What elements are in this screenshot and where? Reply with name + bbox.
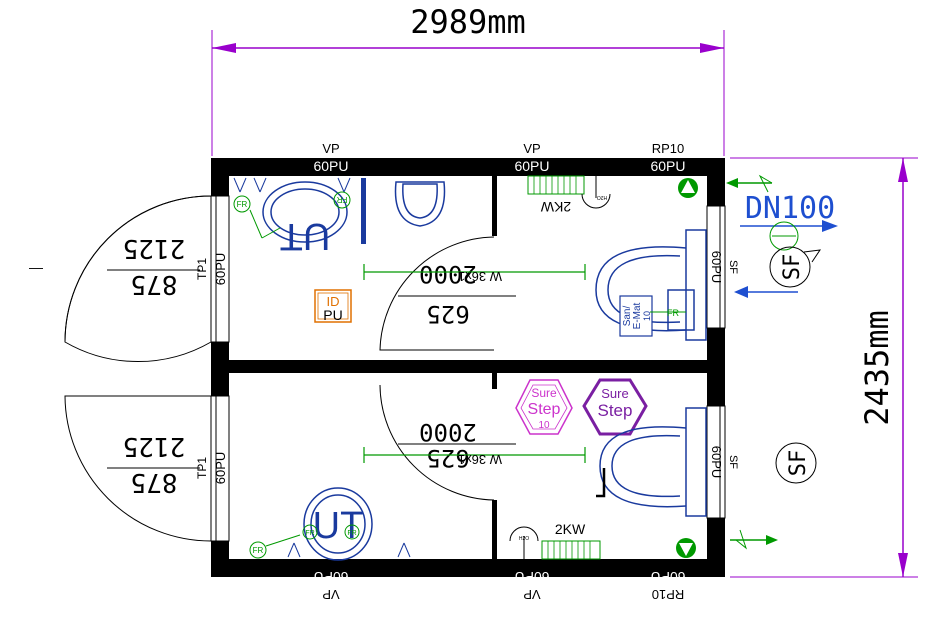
surestep-b-line1: Sure <box>601 386 628 401</box>
drain-pipe-lower: SF <box>730 442 817 550</box>
ut-label-upper: UT <box>280 215 331 257</box>
fr-tag-upper-a: FR <box>237 200 248 209</box>
bottom-left-vp: VP <box>322 587 339 602</box>
walls <box>211 158 725 577</box>
sanitary-tag-line2: E-Mat <box>632 302 643 329</box>
height-dimension: 2435mm <box>730 157 918 578</box>
wall-labels: VP 60PU VP 60PU RP10 60PU 60PU VP 60PU V… <box>195 141 739 602</box>
left-dash-mark: — <box>29 259 43 275</box>
lower-door-size-b: 875 <box>131 467 178 497</box>
wc-lower-right <box>599 407 707 517</box>
bottom-mid-vp: VP <box>523 587 540 602</box>
wc-bowl-upper <box>394 181 446 227</box>
surestep-a-line1: Sure <box>531 386 557 400</box>
top-left-pu: 60PU <box>313 158 348 174</box>
grab-rail-lower <box>596 468 606 498</box>
bottom-right-rp: RP10 <box>652 587 685 602</box>
tap-marks-lower <box>287 542 411 558</box>
surestep-badge: Sure Step <box>582 378 648 436</box>
left-lower-tp: TP1 <box>195 457 209 479</box>
top-mid-pu: 60PU <box>514 158 549 174</box>
fr-symbols-lower <box>249 524 360 559</box>
h2o-tag-lower: H2O <box>519 536 529 542</box>
surestep-a-line2: Step <box>528 401 561 418</box>
upper-door-size-a: 2125 <box>123 233 186 263</box>
bottom-mid-pu: 60PU <box>514 569 549 585</box>
light-fixture-lower <box>363 447 586 463</box>
sf-circle-lower: SF <box>786 450 811 477</box>
surestep-badge-10: Sure Step 10 <box>515 379 573 435</box>
fr-tag-lower-a: FR <box>253 546 264 555</box>
light-label-lower: W 36x1 <box>458 452 502 467</box>
drain-arrow-upper <box>678 178 698 198</box>
interior-door-lower <box>379 384 516 501</box>
upper-inner-size-a: 2000 <box>419 260 477 288</box>
light-label-upper: W 36x1 <box>458 269 502 284</box>
dn-label: DN100 <box>745 191 835 226</box>
heater-label-upper: 2KW <box>540 199 571 215</box>
urinal-upper <box>262 181 348 243</box>
right-lower-sf: SF <box>727 455 739 469</box>
upper-door-size-b: 875 <box>131 269 178 299</box>
partition-bar <box>361 178 366 244</box>
bottom-right-pu: 60PU <box>650 569 685 585</box>
bottom-left-pu: 60PU <box>313 569 348 585</box>
fr-symbols-upper <box>233 191 351 239</box>
sf-circle-upper: SF <box>780 254 805 281</box>
id-tag: ID <box>327 294 340 309</box>
urinal-lower <box>303 487 373 561</box>
sanitary-tag-line3: 10 <box>642 311 652 321</box>
height-label: 2435mm <box>858 310 896 426</box>
drain-pipe: DN100 SF <box>726 174 838 298</box>
lower-inner-size-b: 625 <box>426 444 469 472</box>
left-upper-pu: 60PU <box>213 253 228 286</box>
fr-tag-lower-b: FR <box>305 530 314 537</box>
surestep-a-line3: 10 <box>538 420 550 431</box>
fr-tag-lower-c: FR <box>347 530 356 537</box>
heater-label-lower: 2KW <box>555 521 586 537</box>
width-label: 2989mm <box>410 3 526 41</box>
right-lower-pu: 60PU <box>709 446 724 479</box>
left-upper-tp: TP1 <box>195 258 209 280</box>
right-upper-sf: SF <box>727 260 739 274</box>
sanitary-tag-line1: San/ <box>622 305 633 326</box>
upper-inner-size-b: 625 <box>426 300 469 328</box>
h2o-tag-upper: H2O <box>597 194 607 200</box>
left-lower-pu: 60PU <box>213 452 228 485</box>
tap-marks-upper <box>233 177 351 193</box>
surestep-b-line2: Step <box>598 401 633 420</box>
exterior-door-lower <box>64 395 212 542</box>
sanitary-tag: San/ E-Mat 10 <box>619 295 653 337</box>
top-left-vp: VP <box>322 141 339 156</box>
pu-tag: PU <box>323 307 342 323</box>
fr-tag-upper-b: FR <box>336 195 347 204</box>
width-dimension: 2989mm <box>211 3 725 156</box>
top-mid-vp: VP <box>523 141 540 156</box>
heater-upper <box>527 175 611 209</box>
heater-lower <box>509 526 601 560</box>
fr-tag-right: FR <box>667 308 679 318</box>
right-upper-pu: 60PU <box>709 251 724 284</box>
light-fixture-upper <box>363 264 586 280</box>
id-pu-tag: ID PU <box>314 289 352 323</box>
exterior-door-upper <box>64 195 212 363</box>
lower-door-size-a: 2125 <box>123 431 186 461</box>
top-right-rp: RP10 <box>652 141 685 156</box>
top-right-pu: 60PU <box>650 158 685 174</box>
interior-door-upper <box>379 236 516 351</box>
fr-symbol-right: FR <box>650 308 686 318</box>
lower-inner-size-a: 2000 <box>419 418 477 446</box>
drain-arrow-lower <box>676 538 696 558</box>
